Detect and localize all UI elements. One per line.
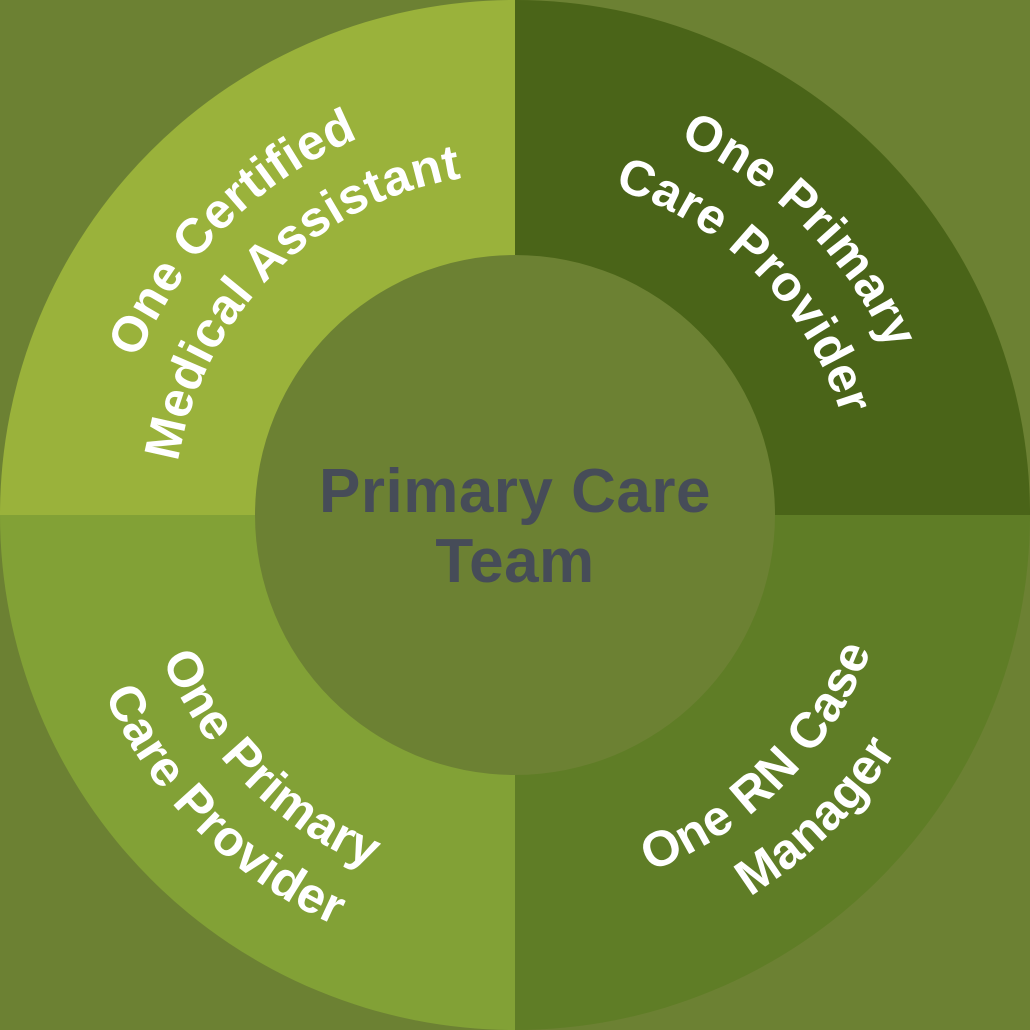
center-title-line2: Team xyxy=(435,527,594,596)
center-title-line1: Primary Care xyxy=(319,457,711,526)
donut-hole xyxy=(255,255,775,775)
